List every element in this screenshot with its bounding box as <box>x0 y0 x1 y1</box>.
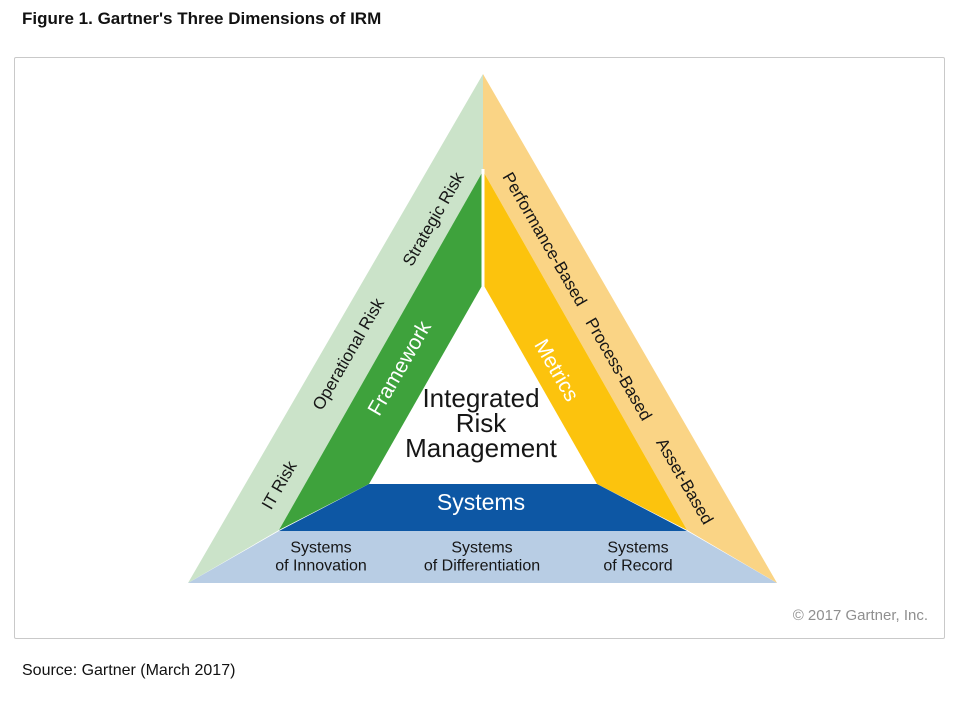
systems-label-differentiation-line2: of Differentiation <box>424 558 540 575</box>
systems-band <box>279 484 687 531</box>
irm-triangle-diagram: IT Risk Operational Risk Strategic Risk … <box>188 74 928 624</box>
systems-band-label: Systems <box>437 489 525 515</box>
systems-label-record-line2: of Record <box>603 558 672 575</box>
systems-outer-band <box>188 531 777 583</box>
framework-band <box>279 171 483 530</box>
copyright-note: © 2017 Gartner, Inc. <box>793 607 928 624</box>
center-label-line2: Risk <box>456 408 508 438</box>
center-label: Integrated Risk Management <box>405 383 558 463</box>
framework-outer-band <box>188 74 483 583</box>
figure-title: Figure 1. Gartner's Three Dimensions of … <box>22 9 382 28</box>
systems-label-innovation: Systems of Innovation <box>275 540 367 575</box>
figure-panel: IT Risk Operational Risk Strategic Risk … <box>14 57 945 639</box>
systems-label-innovation-line1: Systems <box>290 540 351 557</box>
source-note: Source: Gartner (March 2017) <box>22 662 236 679</box>
center-label-line1: Integrated <box>422 383 539 413</box>
systems-label-record-line1: Systems <box>607 540 668 557</box>
metrics-outer-band <box>483 74 777 583</box>
metrics-band <box>483 171 687 530</box>
systems-label-record: Systems of Record <box>603 540 672 575</box>
center-label-line3: Management <box>405 433 558 463</box>
systems-label-differentiation: Systems of Differentiation <box>424 540 540 575</box>
systems-label-differentiation-line1: Systems <box>451 540 512 557</box>
systems-label-innovation-line2: of Innovation <box>275 558 367 575</box>
